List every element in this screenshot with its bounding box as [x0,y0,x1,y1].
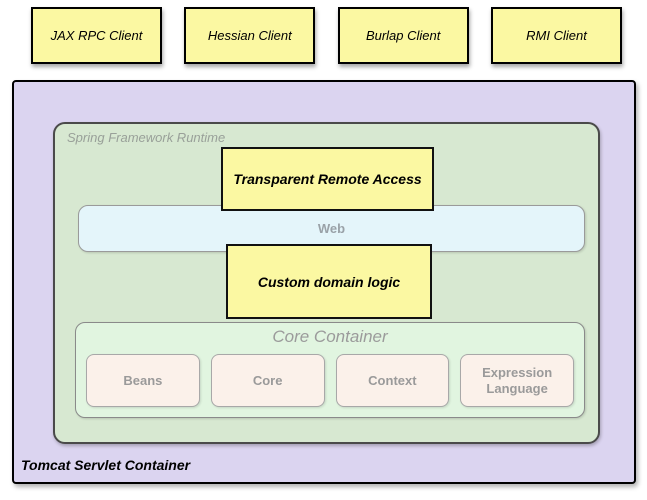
client-box-burlap: Burlap Client [337,7,469,64]
tomcat-label: Tomcat Servlet Container [21,457,191,473]
module-core: Core [210,354,325,407]
spring-framework-runtime: Spring Framework Runtime Web Transparent… [53,122,600,444]
custom-domain-logic-box: Custom domain logic [226,244,432,319]
module-beans: Beans [86,354,200,407]
clients-row: JAX RPC Client Hessian Client Burlap Cli… [31,7,622,64]
client-box-hessian: Hessian Client [184,7,316,64]
module-expression-language: Expression Language [460,354,574,407]
runtime-label: Spring Framework Runtime [67,130,226,145]
client-box-rmi: RMI Client [490,7,622,64]
core-container: Core Container Beans Core Context Expres… [75,322,585,418]
module-context: Context [335,354,450,407]
tomcat-servlet-container: Spring Framework Runtime Web Transparent… [12,80,636,484]
core-modules-row: Beans Core Context Expression Language [86,354,574,407]
core-container-label: Core Container [272,327,388,346]
web-layer-label: Web [317,221,346,236]
client-box-jax-rpc: JAX RPC Client [31,7,162,64]
transparent-remote-access-box: Transparent Remote Access [221,147,434,211]
